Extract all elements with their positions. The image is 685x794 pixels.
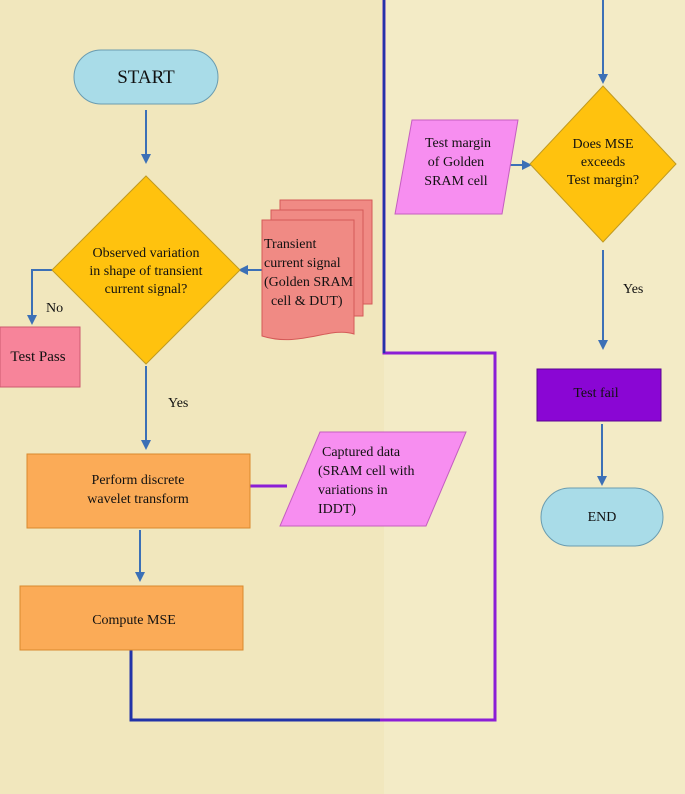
- edge-label-no: No: [46, 301, 63, 316]
- captured-line-1: Captured data: [322, 445, 401, 460]
- decision-mse-node: Does MSE exceeds Test margin?: [529, 85, 677, 243]
- decision-mse-diamond: [529, 85, 677, 243]
- end-node: END: [540, 487, 664, 547]
- end-label: END: [588, 510, 617, 525]
- start-node: START: [73, 49, 219, 105]
- captured-line-4: IDDT): [318, 502, 356, 517]
- decision-variation-diamond: [51, 175, 241, 365]
- margin-line-2: of Golden: [428, 155, 484, 170]
- test-margin-parallelogram: [394, 119, 519, 215]
- dwt-node: Perform discrete wavelet transform: [26, 453, 251, 529]
- connector-mse-loop-blue: [129, 648, 380, 722]
- dwt-box: [26, 453, 251, 529]
- decision-variation-node: Observed variation in shape of transient…: [51, 175, 241, 365]
- arrow-no-to-test-pass: [27, 269, 52, 325]
- edge-label-yes-2: Yes: [623, 282, 643, 297]
- end-terminal-shape: [540, 487, 664, 547]
- test-pass-label: Test Pass: [10, 349, 65, 365]
- document-page-front: [261, 219, 355, 341]
- margin-line-3: SRAM cell: [424, 174, 488, 189]
- dwt-line-2: wavelet transform: [87, 492, 189, 507]
- test-pass-box: [0, 326, 81, 388]
- captured-line-2: (SRAM cell with: [318, 464, 414, 479]
- decision-mse-line-2: exceeds: [581, 155, 625, 170]
- decision-variation-line-1: Observed variation: [93, 246, 200, 261]
- captured-data-node: Captured data (SRAM cell with variations…: [279, 431, 467, 527]
- edge-label-yes-1: Yes: [168, 396, 188, 411]
- dwt-line-1: Perform discrete: [92, 473, 185, 488]
- captured-line-3: variations in: [318, 483, 388, 498]
- decision-variation-line-3: current signal?: [105, 282, 188, 297]
- captured-data-parallelogram: [279, 431, 467, 527]
- connectors: [27, 0, 608, 722]
- test-fail-box: [536, 368, 662, 422]
- compute-mse-label: Compute MSE: [92, 613, 176, 628]
- start-label: START: [117, 67, 175, 88]
- test-pass-node: Test Pass: [0, 326, 81, 388]
- transient-doc-line-1: Transient: [264, 237, 316, 252]
- decision-mse-line-3: Test margin?: [567, 173, 639, 188]
- transient-doc-line-2: current signal: [264, 256, 341, 271]
- transient-doc-line-3: (Golden SRAM: [264, 275, 354, 290]
- compute-mse-box: [19, 585, 244, 651]
- transient-document-node: Transient current signal (Golden SRAM ce…: [261, 199, 373, 341]
- test-fail-node: Test fail: [536, 368, 662, 422]
- decision-variation-line-2: in shape of transient: [89, 264, 202, 279]
- compute-mse-node: Compute MSE: [19, 585, 244, 651]
- start-terminal-shape: [73, 49, 219, 105]
- margin-line-1: Test margin: [425, 136, 491, 151]
- decision-mse-line-1: Does MSE: [572, 137, 633, 152]
- test-margin-node: Test margin of Golden SRAM cell: [394, 119, 519, 215]
- transient-doc-line-4: cell & DUT): [271, 294, 343, 309]
- test-fail-label: Test fail: [573, 386, 618, 401]
